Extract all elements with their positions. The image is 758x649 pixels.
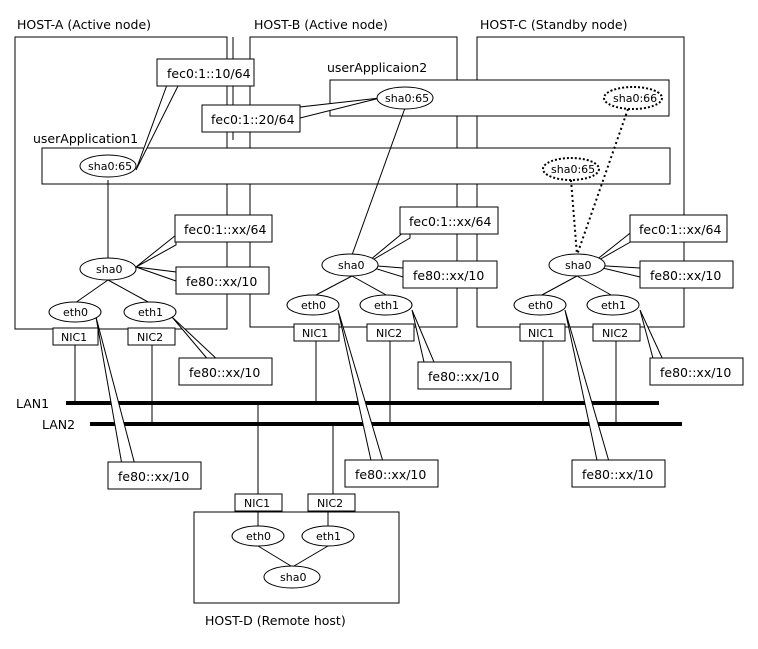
host-d-sha0-node: sha0	[263, 565, 321, 589]
host-c-title: HOST-C (Standby node)	[480, 17, 627, 32]
lan1-label: LAN1	[16, 396, 49, 411]
svg-text:eth1: eth1	[316, 530, 341, 543]
svg-text:sha0: sha0	[338, 259, 364, 272]
host-a-nic2: NIC2	[127, 327, 176, 346]
addr-host-b-sha0-fec0: fec0:1::xx/64	[399, 206, 499, 235]
svg-text:eth1: eth1	[374, 299, 399, 312]
svg-text:sha0: sha0	[280, 571, 306, 584]
addr-host-b-eth1-fe80: fe80::xx/10	[417, 361, 512, 390]
svg-text:fe80::xx/10: fe80::xx/10	[660, 365, 731, 380]
host-a-title: HOST-A (Active node)	[17, 17, 151, 32]
addr-host-a-sha0-fe80: fe80::xx/10	[175, 266, 270, 295]
svg-text:NIC2: NIC2	[602, 327, 628, 340]
addr-host-b-sha0-fe80: fe80::xx/10	[402, 260, 498, 289]
svg-text:fe80::xx/10: fe80::xx/10	[428, 369, 499, 384]
svg-text:sha0:66: sha0:66	[613, 92, 657, 105]
host-d-frame	[193, 511, 400, 604]
svg-text:fec0:1::10/64: fec0:1::10/64	[167, 66, 251, 81]
svg-text:fec0:1::xx/64: fec0:1::xx/64	[184, 222, 266, 237]
host-b-title: HOST-B (Active node)	[254, 17, 388, 32]
host-d-nic1: NIC1	[234, 493, 283, 512]
svg-text:NIC2: NIC2	[376, 327, 402, 340]
addr-fec0-1-20: fec0:1::20/64	[201, 104, 301, 133]
svg-text:fe80::xx/10: fe80::xx/10	[355, 467, 426, 482]
host-a-sha0-65-node: sha0:65	[79, 154, 137, 178]
svg-text:NIC1: NIC1	[244, 497, 270, 510]
svg-text:fe80::xx/10: fe80::xx/10	[189, 365, 260, 380]
svg-text:sha0:65: sha0:65	[88, 160, 132, 173]
host-a-eth1-node: eth1	[123, 301, 177, 323]
host-c-eth0-node: eth0	[513, 294, 567, 316]
user-application1-label: userApplication1	[33, 131, 138, 146]
host-d-nic2: NIC2	[307, 493, 356, 512]
svg-text:eth0: eth0	[528, 299, 553, 312]
svg-text:sha0:65: sha0:65	[385, 92, 429, 105]
host-a-nic1: NIC1	[52, 327, 99, 346]
addr-host-a-eth1-fe80: fe80::xx/10	[178, 357, 273, 386]
host-b-sha0-node: sha0	[321, 253, 379, 277]
host-b-sha0-65-node: sha0:65	[376, 86, 434, 110]
svg-text:NIC2: NIC2	[137, 331, 163, 344]
lan2-label: LAN2	[42, 417, 75, 432]
svg-text:NIC2: NIC2	[317, 497, 343, 510]
host-c-nic1: NIC1	[519, 323, 566, 342]
host-b-nic2: NIC2	[366, 323, 415, 342]
host-b-eth1-node: eth1	[359, 294, 413, 316]
svg-text:fec0:1::xx/64: fec0:1::xx/64	[409, 214, 491, 229]
svg-text:sha0:65: sha0:65	[551, 163, 595, 176]
svg-text:fe80::xx/10: fe80::xx/10	[118, 469, 189, 484]
host-c-sha0-node: sha0	[548, 253, 606, 277]
svg-text:eth0: eth0	[63, 306, 88, 319]
svg-text:sha0: sha0	[565, 259, 591, 272]
host-a-eth0-node: eth0	[48, 301, 102, 323]
svg-text:sha0: sha0	[96, 263, 122, 276]
host-c-sha0-65-standby-node: sha0:65	[542, 157, 600, 181]
svg-text:NIC1: NIC1	[302, 327, 328, 340]
host-c-nic2: NIC2	[592, 323, 641, 342]
svg-text:fec0:1::xx/64: fec0:1::xx/64	[639, 222, 721, 237]
addr-host-c-eth0-fe80: fe80::xx/10	[571, 459, 666, 488]
addr-host-b-eth0-fe80: fe80::xx/10	[344, 459, 439, 488]
host-b-nic1: NIC1	[293, 323, 340, 342]
svg-text:NIC1: NIC1	[528, 327, 554, 340]
host-b-eth0-node: eth0	[286, 294, 340, 316]
svg-text:fe80::xx/10: fe80::xx/10	[582, 467, 653, 482]
svg-text:fe80::xx/10: fe80::xx/10	[413, 268, 484, 283]
svg-text:fe80::xx/10: fe80::xx/10	[650, 268, 721, 283]
svg-text:fe80::xx/10: fe80::xx/10	[186, 274, 257, 289]
svg-text:NIC1: NIC1	[61, 331, 87, 344]
addr-host-c-sha0-fec0: fec0:1::xx/64	[629, 214, 728, 243]
svg-text:eth0: eth0	[301, 299, 326, 312]
addr-host-a-eth0-fe80: fe80::xx/10	[107, 461, 202, 490]
host-c-sha0-66-standby-node: sha0:66	[603, 86, 663, 110]
svg-text:eth1: eth1	[138, 306, 163, 319]
host-d-eth1-node: eth1	[301, 525, 355, 547]
svg-text:fec0:1::20/64: fec0:1::20/64	[211, 112, 295, 127]
host-a-sha0-node: sha0	[79, 257, 137, 281]
svg-text:eth1: eth1	[601, 299, 626, 312]
addr-fec0-1-10: fec0:1::10/64	[156, 58, 255, 87]
addr-host-c-sha0-fe80: fe80::xx/10	[639, 260, 734, 289]
svg-text:eth0: eth0	[246, 530, 271, 543]
host-c-eth1-node: eth1	[586, 294, 640, 316]
host-d-eth0-node: eth0	[231, 525, 285, 547]
host-d-title: HOST-D (Remote host)	[205, 613, 346, 628]
addr-host-c-eth1-fe80: fe80::xx/10	[649, 357, 744, 386]
addr-host-a-sha0-fec0: fec0:1::xx/64	[174, 214, 273, 243]
user-application2-label: userApplicaion2	[327, 60, 427, 75]
